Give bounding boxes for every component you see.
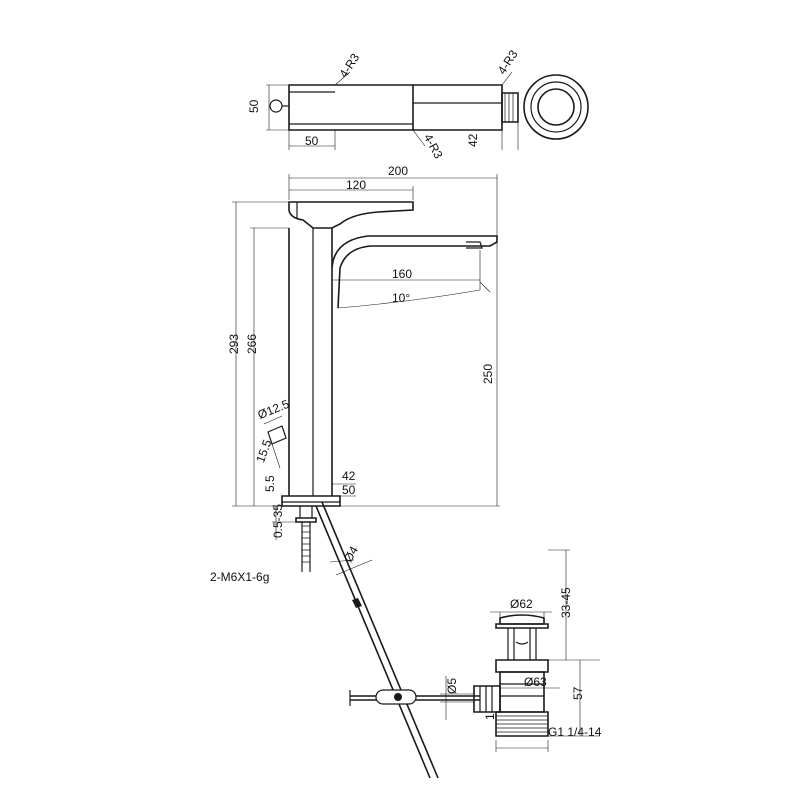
top-aerator-ribs [504,93,514,122]
label-dia-5: Ø5 [445,678,459,694]
label-rod-dia-4: Ø4 [341,544,361,565]
pull-rod [315,501,439,779]
mounting-shank-top [299,506,313,518]
mounting-rod-thread [302,525,310,563]
label-160: 160 [392,267,412,281]
drain-body-flange [495,659,549,673]
mounting-washer [295,517,317,523]
label-thread-g1: G1 1/4-14 [548,725,602,739]
drain-stem-detail [515,641,529,645]
top-spout-arm [413,84,503,131]
label-200: 200 [388,164,408,178]
pull-rod-coupler [352,598,362,608]
label-radius-c: 4-R3 [495,47,521,77]
drain-side-nut [473,685,501,713]
faucet-body-sides [288,228,333,496]
top-view: 50 50 4-R3 4-R3 4-R3 42 [247,47,589,161]
label-side-1: 1 [483,713,497,720]
dim-57-line [500,660,600,737]
dim-0-5-35-line [272,505,300,540]
drain-assembly: Ø5 Ø62 33-45 Ø63 57 G1 1/4-14 1 [349,549,602,752]
dim-thread-line [495,740,549,752]
dim-266-line [250,227,289,506]
side-view: 200 120 160 10° 293 266 250 Ø12.5 [210,164,500,779]
aerator-mid-ring [530,81,582,133]
aerator-outer-ring [523,74,589,140]
label-120: 120 [346,178,366,192]
label-top-50-vertical: 50 [247,99,261,113]
drain-stem-inner [513,628,531,660]
dim-160-line [332,250,481,290]
label-5-5: 5.5 [263,475,277,492]
dim-dia-5-line [440,676,474,720]
label-radius-b: 4-R3 [421,131,446,161]
top-knob-circle [269,99,283,113]
dim-33-45-line [548,549,600,661]
aerator-inner-ring [537,88,575,126]
dim-base-leaders [332,483,356,497]
label-15-5: 15.5 [253,437,274,464]
label-base-50: 50 [342,483,356,497]
label-dia-12-5: Ø12.5 [256,397,292,422]
spout-aerator [466,241,483,249]
dim-cap-dia-62 [490,611,552,618]
drain-thread-lines [496,715,548,733]
dim-radius-leaders [334,71,513,147]
drain-body-lines [500,683,544,697]
label-top-42: 42 [466,133,480,147]
spout-outline [331,235,498,309]
drain-stem [507,628,537,660]
dim-rod-leaders [329,559,373,576]
faucet-base [281,495,341,507]
drain-cap-rim [495,623,549,629]
top-lever-edges [289,91,413,125]
label-top-50-horizontal: 50 [305,134,319,148]
label-base-42: 42 [342,469,356,483]
drain-side-nut-ribs [479,686,493,712]
label-body-dia-63: Ø63 [524,675,547,689]
label-thread-m6: 2-M6X1-6g [210,570,269,584]
label-radius-a: 4-R3 [336,51,362,81]
top-aerator-nut [501,92,519,123]
hose-nozzle [267,425,287,445]
hose-dim-leaders [263,415,283,469]
label-angle-10: 10° [392,291,410,305]
handle-lever [288,201,414,229]
dim-top-height [266,84,289,131]
dim-top-depth [501,103,519,150]
label-293: 293 [227,334,241,354]
label-250: 250 [481,364,495,384]
label-cap-dia-62: Ø62 [510,597,533,611]
dim-200-line [288,174,498,240]
dim-top-width [288,130,336,150]
drain-linkage-pin [394,693,402,701]
label-57: 57 [571,686,585,700]
dim-250-line [340,236,500,507]
dim-angle-line [337,281,491,309]
label-0-5-35: 0.5-35 [271,504,285,538]
mounting-rod [301,522,311,572]
dim-120-line [289,186,414,200]
drain-cap-top [499,614,545,625]
label-33-45: 33-45 [559,587,573,618]
label-266: 266 [245,334,259,354]
